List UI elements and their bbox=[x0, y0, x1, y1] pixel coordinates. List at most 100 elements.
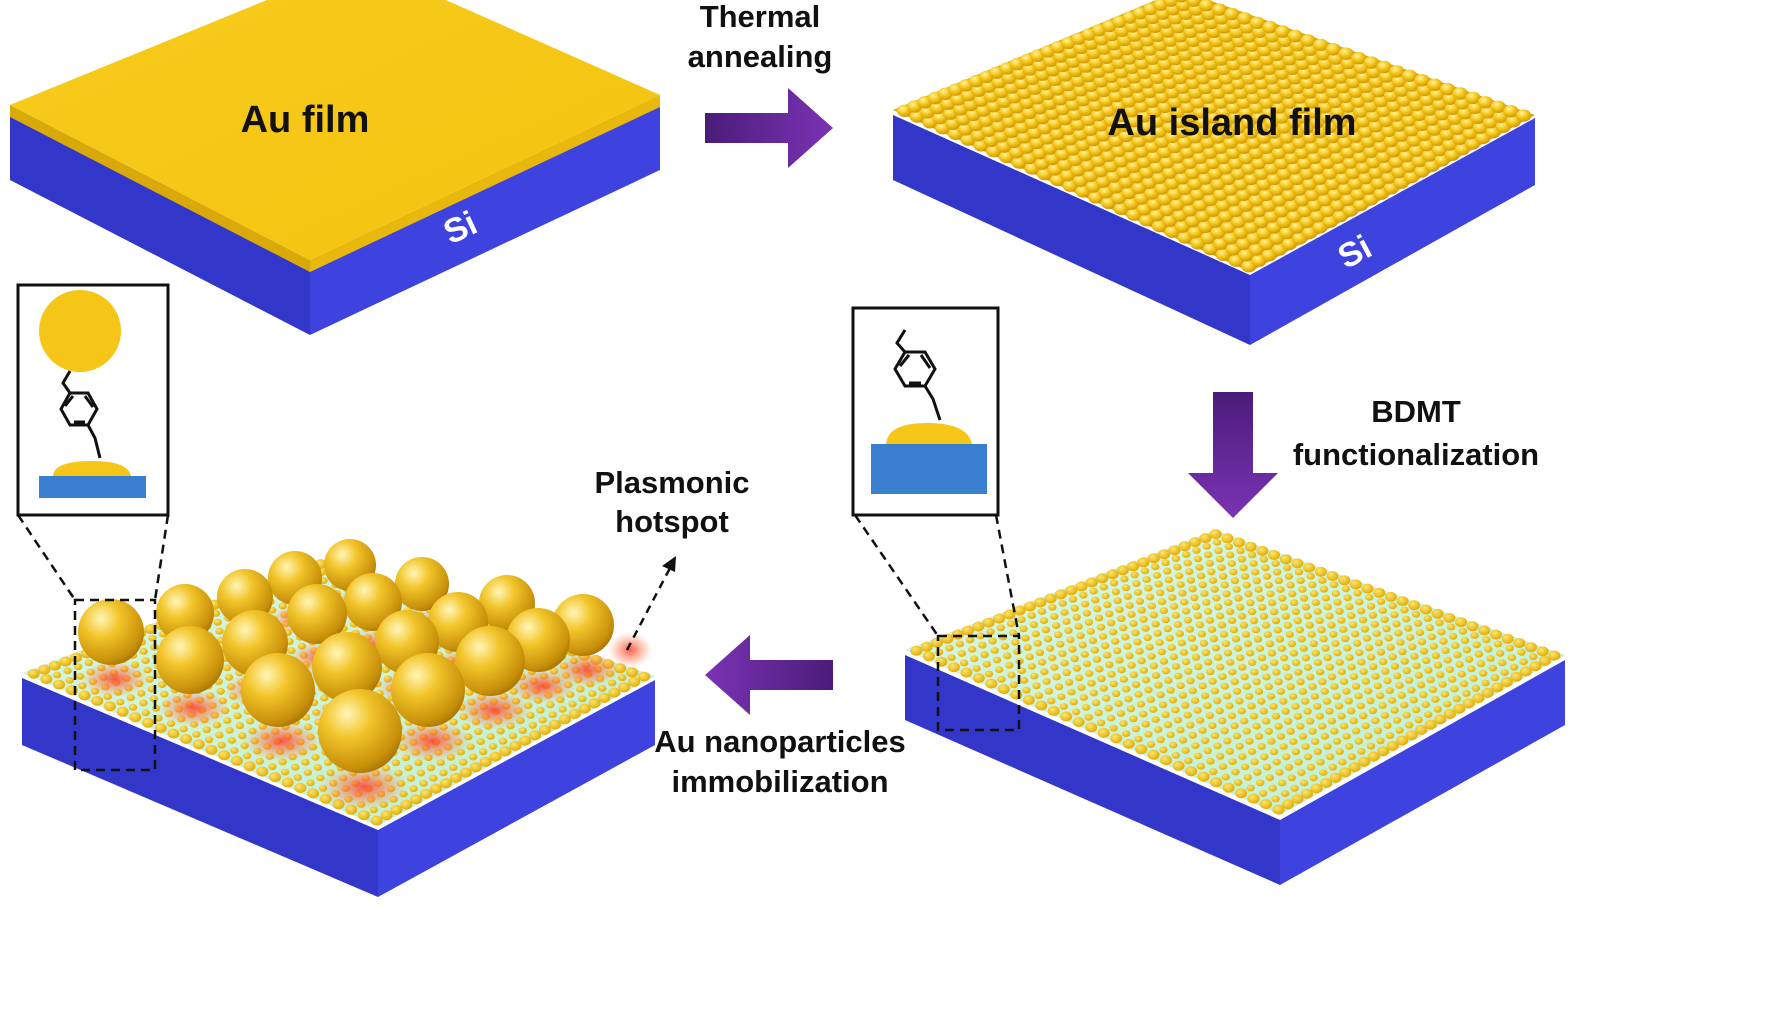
functionalized-island-dot bbox=[1243, 640, 1253, 648]
island-dot-under-particles bbox=[222, 664, 232, 672]
functionalized-island-dot bbox=[1208, 677, 1217, 685]
functionalized-island-dot bbox=[1339, 767, 1352, 778]
functionalized-island-dot bbox=[1285, 631, 1295, 638]
functionalized-island-dot bbox=[1132, 580, 1141, 587]
au-island-dot bbox=[1477, 96, 1494, 109]
functionalized-island-dot bbox=[1318, 722, 1327, 730]
functionalized-island-dot bbox=[1279, 654, 1289, 662]
functionalized-island-dot bbox=[1452, 695, 1462, 703]
functionalized-island-dot bbox=[1159, 607, 1169, 615]
functionalized-island-dot bbox=[1413, 620, 1423, 627]
island-dot-under-particles bbox=[496, 727, 505, 735]
functionalized-island-dot bbox=[1392, 620, 1401, 628]
functionalized-island-dot bbox=[1498, 659, 1507, 667]
functionalized-island-dot bbox=[1271, 712, 1281, 720]
inset-substrate-4 bbox=[39, 476, 146, 498]
island-dot-under-particles bbox=[499, 746, 512, 757]
functionalized-island-dot bbox=[1291, 702, 1300, 710]
functionalized-island-dot bbox=[1062, 669, 1072, 677]
functionalized-island-dot bbox=[1390, 706, 1399, 714]
functionalized-island-dot bbox=[1232, 732, 1242, 740]
functionalized-island-dot bbox=[1090, 646, 1100, 654]
functionalized-island-dot bbox=[1286, 683, 1295, 691]
functionalized-island-dot bbox=[1069, 698, 1079, 706]
functionalized-island-dot bbox=[1146, 696, 1156, 703]
au-nanoparticle bbox=[318, 689, 402, 773]
functionalized-island-dot bbox=[1209, 529, 1222, 540]
anneal-arrow bbox=[705, 88, 833, 168]
functionalized-island-dot bbox=[1388, 602, 1397, 610]
functionalized-island-dot bbox=[1423, 615, 1433, 622]
functionalized-island-dot bbox=[1149, 611, 1159, 619]
functionalized-island-dot bbox=[1412, 662, 1421, 670]
functionalized-island-dot bbox=[1033, 639, 1043, 647]
functionalized-island-dot bbox=[1404, 721, 1414, 729]
functionalized-island-dot bbox=[1121, 730, 1131, 737]
au-island-dot bbox=[1262, 21, 1278, 34]
functionalized-island-dot bbox=[1079, 694, 1089, 701]
functionalized-island-dot bbox=[1241, 631, 1251, 638]
functionalized-island-dot bbox=[1191, 742, 1200, 749]
functionalized-island-dot bbox=[1323, 743, 1332, 750]
functionalized-island-dot bbox=[1304, 753, 1313, 761]
au-island-dot bbox=[1224, 7, 1240, 21]
functionalized-island-dot bbox=[1200, 590, 1209, 597]
functionalized-island-dot bbox=[1100, 642, 1110, 650]
inset-nanoparticle bbox=[39, 290, 121, 372]
island-dot-under-particles bbox=[426, 764, 436, 772]
functionalized-island-dot bbox=[1259, 555, 1269, 563]
functionalized-island-dot bbox=[965, 636, 975, 644]
island-dot-under-particles bbox=[139, 699, 148, 707]
island-dot-under-particles bbox=[519, 735, 532, 746]
functionalized-island-dot bbox=[1400, 657, 1409, 665]
functionalized-island-dot bbox=[1293, 617, 1303, 625]
functionalized-island-dot bbox=[1247, 793, 1260, 804]
functionalized-island-dot bbox=[1009, 629, 1018, 637]
functionalized-island-dot bbox=[1189, 537, 1201, 548]
island-dot-under-particles bbox=[357, 810, 370, 821]
functionalized-island-dot bbox=[1259, 612, 1269, 620]
functionalized-island-dot bbox=[1465, 656, 1474, 663]
functionalized-island-dot bbox=[1303, 612, 1313, 620]
island-dot-under-particles bbox=[419, 780, 428, 787]
functionalized-island-dot bbox=[1347, 707, 1356, 715]
bdmt-label-line1: BDMT bbox=[1371, 394, 1461, 429]
functionalized-island-dot bbox=[1303, 664, 1313, 671]
functionalized-island-dot bbox=[1240, 763, 1250, 771]
functionalized-island-dot bbox=[1269, 702, 1278, 710]
island-dot-under-particles bbox=[479, 756, 492, 767]
functionalized-island-dot bbox=[1129, 671, 1139, 679]
functionalized-island-dot bbox=[947, 654, 956, 661]
functionalized-island-dot bbox=[1095, 665, 1104, 673]
functionalized-island-dot bbox=[1294, 668, 1303, 676]
functionalized-island-dot bbox=[1274, 722, 1283, 730]
functionalized-island-dot bbox=[1169, 603, 1179, 610]
au-island-dot bbox=[1237, 12, 1253, 25]
functionalized-island-dot bbox=[1082, 609, 1092, 617]
functionalized-island-dot bbox=[1109, 724, 1118, 732]
functionalized-island-dot bbox=[982, 660, 991, 668]
island-dot-under-particles bbox=[416, 769, 426, 777]
functionalized-island-dot bbox=[1205, 559, 1215, 567]
functionalized-island-dot bbox=[1271, 795, 1280, 803]
functionalized-island-dot bbox=[1010, 689, 1023, 700]
functionalized-island-dot bbox=[1056, 640, 1065, 648]
functionalized-island-dot bbox=[1054, 631, 1063, 639]
au-island-dot bbox=[1313, 38, 1329, 52]
functionalized-island-dot bbox=[1264, 727, 1274, 735]
functionalized-island-dot bbox=[1416, 681, 1426, 689]
functionalized-island-dot bbox=[1335, 659, 1344, 666]
hotspot-glow bbox=[393, 720, 471, 762]
island-dot-under-particles bbox=[459, 767, 472, 778]
immob-label-line1: Au nanoparticles bbox=[654, 724, 906, 759]
functionalized-island-dot bbox=[1023, 644, 1032, 651]
functionalized-island-dot bbox=[1171, 555, 1181, 562]
au-nanoparticle bbox=[241, 653, 315, 727]
functionalized-island-dot bbox=[1254, 586, 1263, 593]
functionalized-island-dot bbox=[1146, 741, 1156, 748]
functionalized-island-dot bbox=[1371, 672, 1380, 680]
functionalized-island-dot bbox=[1074, 674, 1084, 682]
functionalized-island-dot bbox=[1226, 608, 1235, 615]
functionalized-island-dot bbox=[1003, 652, 1012, 660]
functionalized-island-dot bbox=[1419, 691, 1428, 699]
